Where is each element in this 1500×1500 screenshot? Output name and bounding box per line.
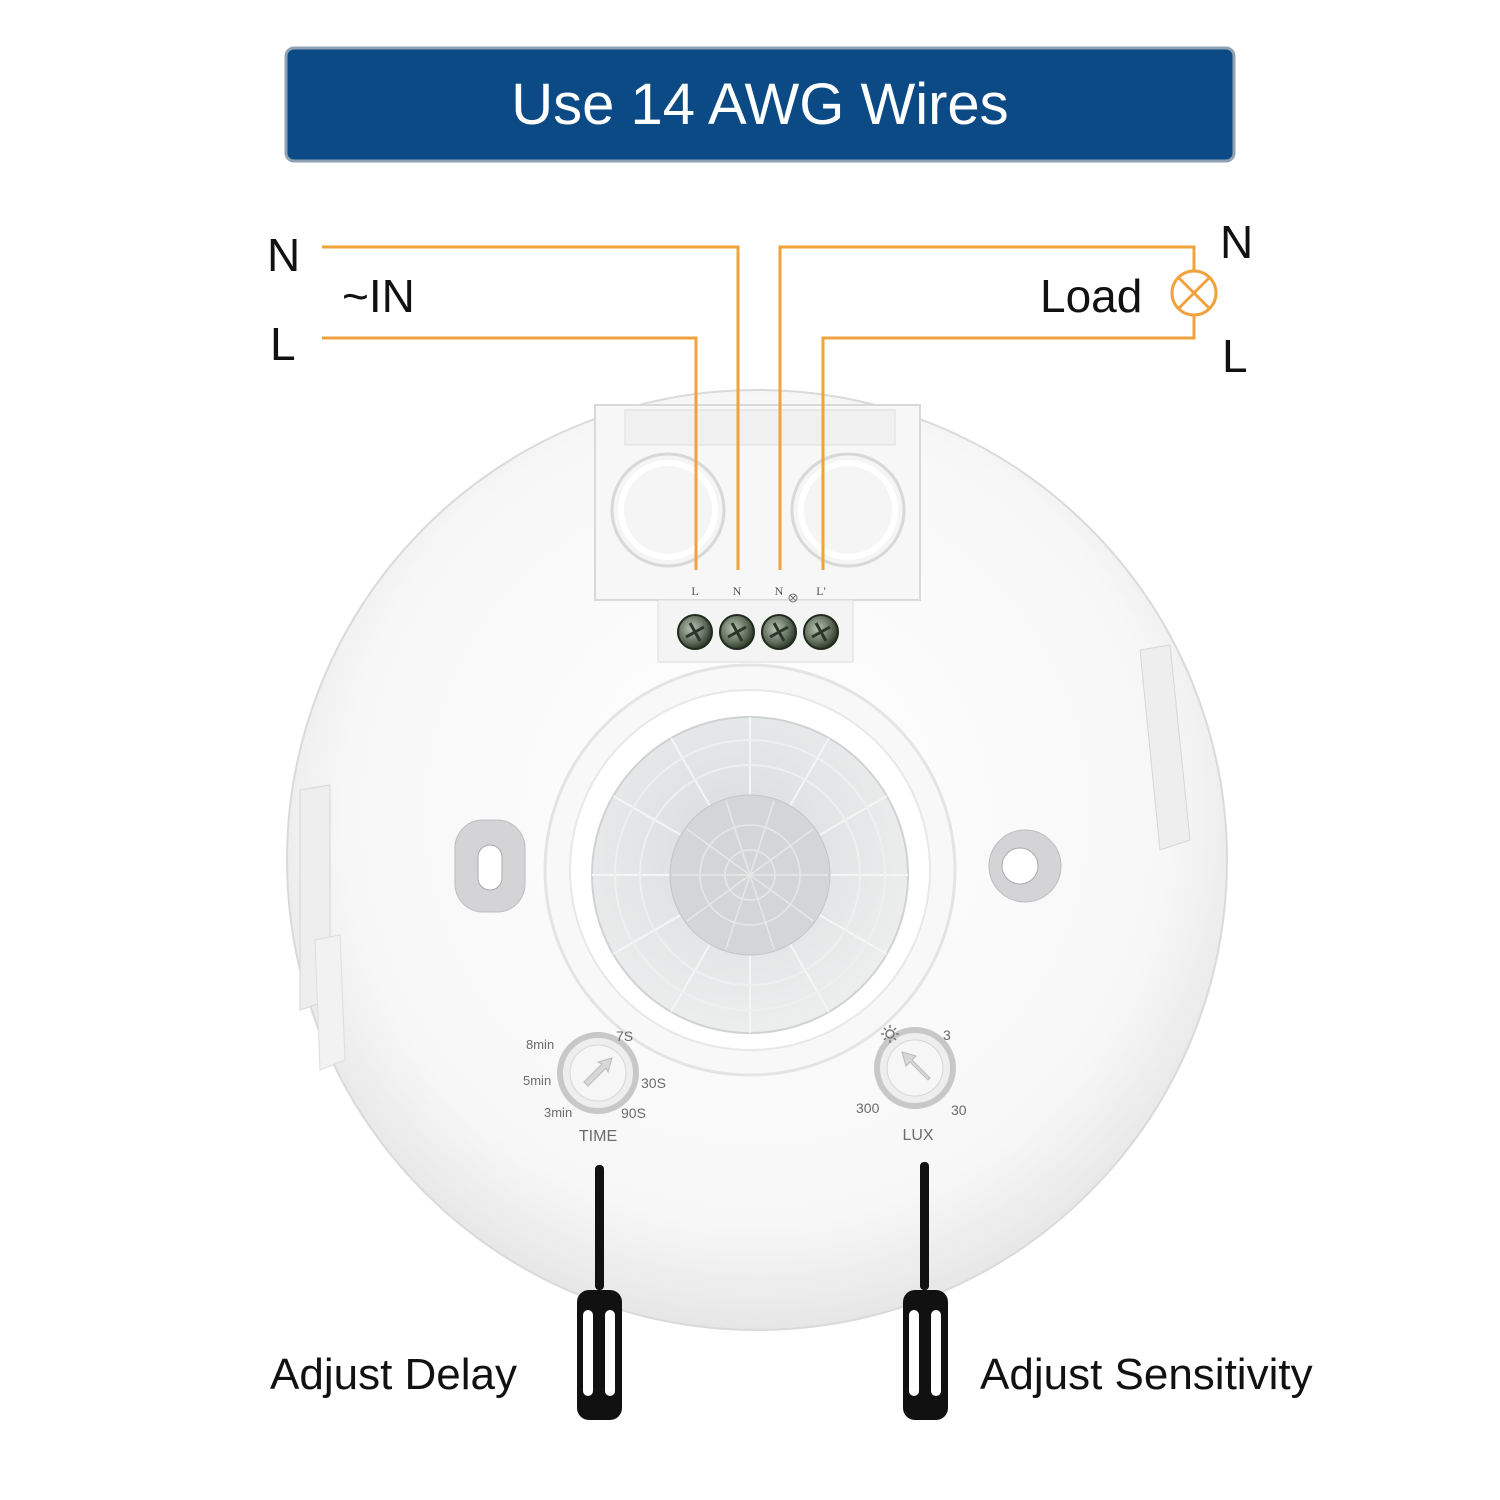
terminal-screws xyxy=(677,614,839,650)
terminal-lamp-icon xyxy=(788,593,798,603)
knockout-right-inner xyxy=(798,460,898,560)
lux-mark-300: 300 xyxy=(856,1100,880,1116)
time-mark-3min: 3min xyxy=(544,1105,572,1120)
terminal-screw[interactable] xyxy=(761,614,797,650)
wire-input-line xyxy=(322,336,698,570)
terminal-screw[interactable] xyxy=(803,614,839,650)
input-line-label: L xyxy=(270,318,296,370)
banner-text: Use 14 AWG Wires xyxy=(511,72,1008,137)
sensor-body: L N N L' xyxy=(286,389,1228,1331)
time-mark-30s: 30S xyxy=(641,1075,666,1091)
input-caption: ~IN xyxy=(342,270,415,322)
terminal-housing-top xyxy=(624,409,896,446)
terminal-label: L xyxy=(691,584,698,598)
time-dial-title: TIME xyxy=(579,1128,617,1145)
time-mark-5min: 5min xyxy=(523,1073,551,1088)
lux-dial-title: LUX xyxy=(902,1127,933,1144)
input-neutral-label: N xyxy=(267,229,300,281)
terminal-label: N xyxy=(775,584,784,598)
lux-mark-30: 30 xyxy=(951,1102,967,1118)
load-caption: Load xyxy=(1040,270,1142,322)
knockout-left xyxy=(610,452,726,568)
load-line-label: L xyxy=(1222,330,1248,382)
banner: Use 14 AWG Wires xyxy=(284,46,1236,163)
terminal-screw[interactable] xyxy=(677,614,713,650)
terminal-label: N xyxy=(733,584,742,598)
banner-background xyxy=(284,46,1236,163)
right-side-clip xyxy=(1139,644,1191,851)
terminal-screw[interactable] xyxy=(719,614,755,650)
left-side-clip-lower xyxy=(314,934,346,1071)
caption-adjust-delay: Adjust Delay xyxy=(270,1350,517,1399)
mounting-hole-left xyxy=(454,819,526,913)
knockout-left-inner xyxy=(618,460,718,560)
time-mark-8min: 8min xyxy=(526,1037,554,1052)
screwdriver-delay-icon xyxy=(577,1165,622,1420)
pir-lens-facets xyxy=(592,717,908,1033)
lamp-icon xyxy=(1170,269,1218,317)
wire-load-line xyxy=(821,315,1196,570)
wiring: N ~IN L N Load L xyxy=(267,216,1253,570)
wire-input-neutral xyxy=(322,245,740,570)
terminal-lamp-icon-cross xyxy=(789,594,797,602)
lux-dial[interactable]: 3 300 30 LUX xyxy=(856,1025,967,1144)
lux-dial-arrow-icon xyxy=(901,1051,931,1081)
wire-load-neutral xyxy=(778,245,1196,570)
lux-mark-3: 3 xyxy=(943,1027,951,1043)
time-mark-90s: 90S xyxy=(621,1105,646,1121)
terminal-labels: L N N L' xyxy=(691,584,825,598)
screwdriver-sensitivity-icon xyxy=(903,1162,948,1420)
sun-icon xyxy=(881,1025,899,1043)
time-mark-7s: 7S xyxy=(616,1028,633,1044)
time-dial-arrow-icon xyxy=(583,1057,613,1087)
caption-adjust-sensitivity: Adjust Sensitivity xyxy=(980,1350,1313,1399)
pir-lens-web xyxy=(672,800,828,950)
time-dial[interactable]: 8min 7S 5min 30S 3min 90S TIME xyxy=(523,1028,666,1145)
load-neutral-label: N xyxy=(1220,216,1253,268)
mounting-hole-right xyxy=(988,829,1062,903)
terminal-label: L' xyxy=(816,584,826,598)
knockout-right xyxy=(790,452,906,568)
